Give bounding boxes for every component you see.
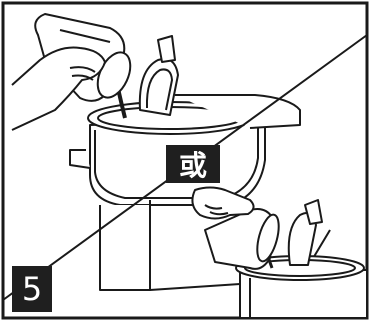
step-number-badge: 5 [12,266,52,312]
lid-tab [158,36,175,62]
or-label: 或 [166,145,220,183]
